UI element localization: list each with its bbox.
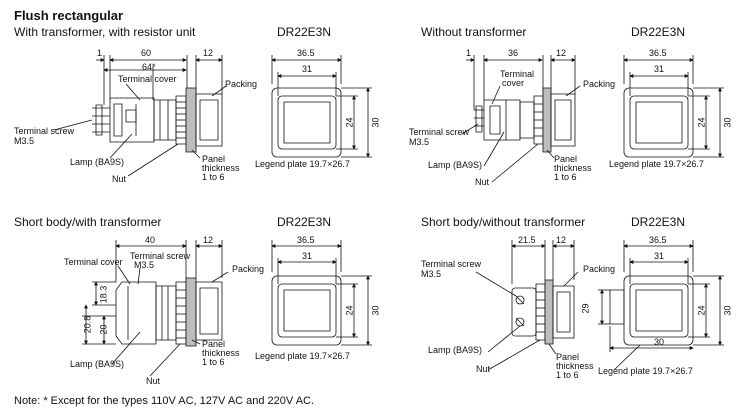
- p3-label-panel-2: thickness: [202, 348, 240, 358]
- p3-dim-30: 30: [370, 305, 381, 316]
- p2-label-panel-1: Panel: [554, 154, 578, 164]
- p2-label-terminal-cover-1: Terminal: [500, 69, 535, 79]
- p4-label-nut: Nut: [476, 364, 491, 374]
- p3-label-m35: M3.5: [134, 260, 155, 270]
- p3-label-lamp: Lamp (BA9S): [70, 359, 125, 369]
- p3-dim-365: 36.5: [297, 235, 315, 245]
- p1-label-nut: Nut: [112, 174, 127, 184]
- p3-dim-40: 40: [145, 235, 156, 245]
- p3-label-legend: Legend plate 19.7×26.7: [255, 351, 350, 361]
- p2-label-terminal-screw: Terminal screw: [409, 127, 470, 137]
- p2-front-view: [623, 55, 724, 158]
- p1-dim-30: 30: [370, 117, 381, 128]
- p1-label-panel-1: Panel: [202, 154, 226, 164]
- p1-label-packing: Packing: [225, 79, 258, 89]
- p1-dim-1: 1: [97, 48, 103, 58]
- page-title: Flush rectangular: [14, 8, 124, 23]
- p1-label-panel-2: thickness: [202, 163, 240, 173]
- p1-title: With transformer, with resistor unit: [14, 25, 196, 39]
- p1-label-terminal-cover: Terminal cover: [118, 74, 177, 84]
- p2-label-panel-2: thickness: [554, 163, 592, 173]
- p1-dim-24: 24: [344, 117, 355, 128]
- p2-label-nut: Nut: [475, 177, 490, 187]
- p3-dim-24: 24: [344, 305, 355, 316]
- p3-dim-183: 18.3: [98, 285, 109, 304]
- p3-title: Short body/with transformer: [14, 215, 162, 229]
- p1-dim-365: 36.5: [297, 48, 315, 58]
- p1-label-legend: Legend plate 19.7×26.7: [255, 159, 350, 169]
- p4-label-legend: Legend plate 19.7×26.7: [598, 366, 693, 376]
- p3-side-view: [82, 240, 228, 376]
- p3-label-terminal-screw: Terminal screw: [130, 251, 191, 261]
- p2-dim-30: 30: [722, 117, 733, 128]
- footnote: Note: * Except for the types 110V AC, 12…: [14, 395, 315, 407]
- p2-side-view: [462, 55, 580, 182]
- p4-dim-29: 29: [580, 303, 591, 314]
- p3-code: DR22E3N: [277, 215, 332, 229]
- p2-label-terminal-cover-2: cover: [502, 78, 525, 88]
- p1-code: DR22E3N: [277, 25, 332, 39]
- p4-label-packing: Packing: [583, 264, 616, 274]
- p4-label-lamp: Lamp (BA9S): [428, 345, 483, 355]
- p4-dim-30: 30: [722, 305, 733, 316]
- p2-dim-31: 31: [654, 64, 665, 74]
- p1-dim-12: 12: [203, 48, 214, 58]
- p4-dim-215: 21.5: [518, 235, 536, 245]
- p4-dim-31: 31: [654, 251, 665, 261]
- p1-front-view: [271, 55, 372, 158]
- p4-dim-365: 36.5: [649, 235, 667, 245]
- p1-side-view: [54, 55, 226, 176]
- p3-label-panel-3: 1 to 6: [202, 357, 225, 367]
- p4-code: DR22E3N: [631, 215, 686, 229]
- p2-dim-24: 24: [696, 117, 707, 128]
- p4-title: Short body/without transformer: [421, 215, 586, 229]
- p2-dim-1: 1: [466, 48, 472, 58]
- p2-dim-365: 36.5: [649, 48, 667, 58]
- p1-label-panel-3: 1 to 6: [202, 172, 225, 182]
- p3-dim-20: 20: [98, 324, 109, 335]
- p3-label-nut: Nut: [146, 376, 161, 386]
- p2-label-panel-3: 1 to 6: [554, 172, 577, 182]
- p2-label-lamp: Lamp (BA9S): [428, 160, 483, 170]
- p3-label-packing: Packing: [232, 264, 265, 274]
- p1-label-terminal-screw: Terminal screw: [14, 126, 75, 136]
- p4-label-panel-3: 1 to 6: [556, 370, 579, 380]
- p1-dim-31: 31: [302, 64, 313, 74]
- p2-label-m35: M3.5: [409, 137, 430, 147]
- p2-code: DR22E3N: [631, 25, 686, 39]
- p3-label-panel-1: Panel: [202, 339, 226, 349]
- p3-front-view: [271, 240, 372, 346]
- p1-label-m35: M3.5: [14, 136, 35, 146]
- p4-label-panel-2: thickness: [556, 361, 594, 371]
- p4-dim-24: 24: [696, 305, 707, 316]
- p2-label-legend: Legend plate 19.7×26.7: [609, 159, 704, 169]
- p4-label-terminal-screw: Terminal screw: [421, 259, 482, 269]
- p3-dim-208: 20.8: [82, 315, 93, 334]
- p1-dim-60: 60: [141, 48, 152, 58]
- p1-label-lamp: Lamp (BA9S): [70, 157, 125, 167]
- p4-side-view: [476, 240, 578, 370]
- p4-dim-12: 12: [556, 235, 567, 245]
- p2-title: Without transformer: [421, 25, 527, 39]
- p4-label-m35: M3.5: [421, 269, 442, 279]
- p4-label-panel-1: Panel: [556, 352, 580, 362]
- p2-dim-36: 36: [508, 48, 519, 58]
- p3-dim-31: 31: [302, 251, 313, 261]
- p2-label-packing: Packing: [583, 79, 616, 89]
- p4-front-view: [598, 240, 724, 370]
- p3-dim-12: 12: [203, 235, 214, 245]
- p4-dim-30b: 30: [654, 337, 665, 347]
- p3-label-terminal-cover: Terminal cover: [64, 257, 123, 267]
- p2-dim-12: 12: [556, 48, 567, 58]
- p1-dim-64: 64*: [142, 62, 156, 72]
